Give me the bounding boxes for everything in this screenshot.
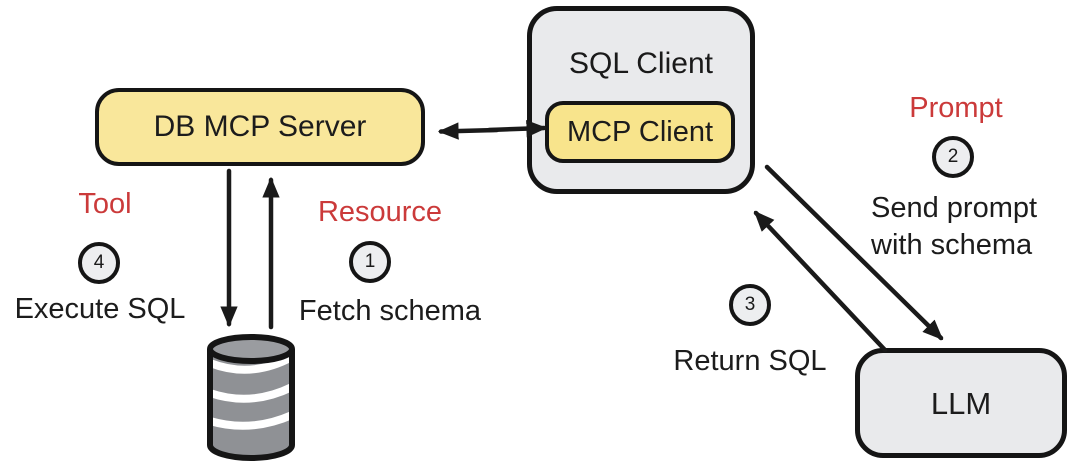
llm-label: LLM: [930, 385, 992, 421]
arrow-return-sql: [753, 210, 888, 353]
mcp-client-label: MCP Client: [566, 115, 714, 148]
node-db-mcp-server: DB MCP Server: [95, 88, 425, 166]
database-cylinder-icon: [207, 334, 295, 461]
step-2-text: Send prompt with schema: [871, 192, 1038, 261]
node-llm: LLM: [855, 348, 1067, 458]
prompt-label: Prompt: [909, 92, 1003, 124]
step-3-text: Return SQL: [673, 345, 827, 377]
step-4-text: Execute SQL: [14, 293, 186, 325]
step-4-badge: 4: [78, 242, 120, 284]
db-mcp-server-label: DB MCP Server: [153, 110, 367, 143]
sql-client-label: SQL Client: [569, 47, 713, 80]
node-mcp-client: MCP Client: [545, 101, 735, 163]
step-4-number: 4: [93, 252, 105, 273]
step-3-number: 3: [744, 294, 756, 315]
step-2-number: 2: [947, 146, 959, 167]
step-1-number: 1: [364, 251, 376, 272]
step-3-badge: 3: [729, 284, 771, 326]
resource-label: Resource: [317, 196, 443, 228]
tool-label: Tool: [78, 188, 132, 220]
step-2-badge: 2: [932, 136, 974, 178]
step-1-text: Fetch schema: [298, 295, 482, 327]
step-1-badge: 1: [349, 241, 391, 283]
node-sql-client: SQL Client: [527, 6, 755, 194]
